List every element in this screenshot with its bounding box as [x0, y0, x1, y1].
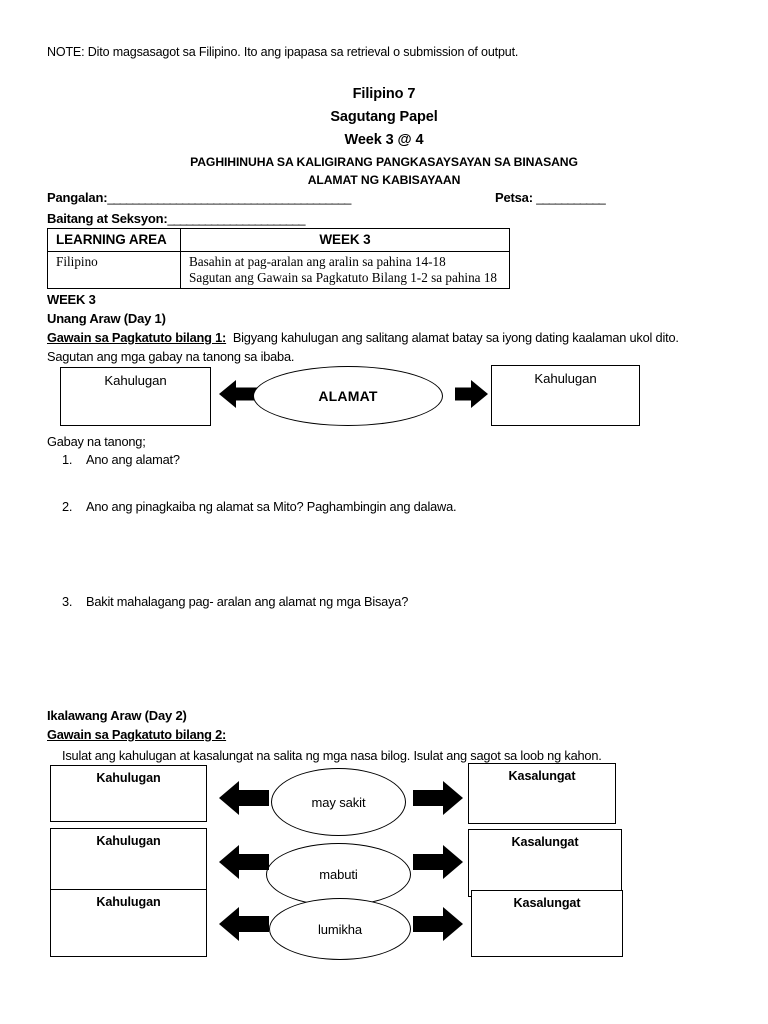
guide-question-1-number: 1.	[62, 452, 73, 467]
title-doctype: Sagutang Papel	[330, 109, 438, 125]
guide-question-2: 2. Ano ang pinagkaiba ng alamat sa Mito? …	[62, 499, 457, 514]
day2-row2-left-box[interactable]: Kahulugan	[50, 828, 207, 896]
guide-question-2-number: 2.	[62, 499, 73, 514]
date-field-rule: ___________	[536, 190, 606, 205]
day2-row1-right-box[interactable]: Kasalungat	[468, 763, 616, 824]
right-arrow-icon	[413, 780, 463, 816]
day2-row2-left-label: Kahulugan	[96, 834, 161, 848]
date-field-label: Petsa:	[495, 190, 533, 205]
title-topic-2: ALAMAT NG KABISAYAAN	[307, 173, 461, 187]
table-cell-tasks: Basahin at pag-aralan ang aralin sa pahi…	[180, 250, 510, 290]
day2-gawain-line: Gawain sa Pagkatuto bilang 2:	[47, 727, 226, 742]
grade-section-field[interactable]: Baitang at Seksyon:_____________________…	[47, 211, 306, 226]
day2-row2-right-box[interactable]: Kasalungat	[468, 829, 622, 897]
guide-question-1-text: Ano ang alamat?	[86, 452, 180, 467]
guide-question-3: 3. Bakit mahalagang pag- aralan ang alama…	[62, 594, 408, 609]
guide-question-3-text: Bakit mahalagang pag- aralan ang alamat …	[86, 594, 409, 609]
note-text: NOTE: Dito magsasagot sa Filipino. Ito a…	[47, 45, 519, 59]
table-cell-area: Filipino	[47, 250, 181, 290]
day2-row3-left-box[interactable]: Kahulugan	[50, 889, 207, 957]
day1-gawain-text: Bigyang kahulugan ang salitang alamat ba…	[232, 330, 679, 345]
day1-right-answer-box[interactable]: Kahulugan	[491, 365, 640, 426]
day2-row2-word-ellipse: mabuti	[266, 843, 411, 906]
table-header-row: LEARNING AREA WEEK 3	[47, 228, 510, 252]
day1-heading: Unang Araw (Day 1)	[47, 311, 166, 326]
day2-row1-word: may sakit	[311, 794, 366, 810]
day2-row1-word-ellipse: may sakit	[271, 768, 406, 836]
right-arrow-icon	[455, 379, 488, 409]
name-field[interactable]: Pangalan:_______________________________…	[47, 190, 351, 205]
grade-section-label: Baitang at Seksyon:	[47, 211, 168, 226]
guide-question-3-number: 3.	[62, 594, 73, 609]
title-subject: Filipino 7	[352, 86, 416, 102]
day1-gawain-label: Gawain sa Pagkatuto bilang 1:	[47, 330, 227, 345]
day2-row1-left-box[interactable]: Kahulugan	[50, 765, 207, 822]
table-header-week: WEEK 3	[180, 228, 510, 252]
right-arrow-icon	[413, 906, 463, 942]
table-row: Filipino Basahin at pag-aralan ang arali…	[47, 250, 510, 290]
right-arrow-icon	[413, 844, 463, 880]
day1-center-label: ALAMAT	[318, 388, 378, 404]
left-arrow-icon	[219, 780, 269, 816]
day2-instruction: Isulat ang kahulugan at kasalungat na sa…	[62, 748, 602, 763]
day1-left-answer-box[interactable]: Kahulugan	[60, 367, 211, 426]
day1-left-box-label: Kahulugan	[104, 373, 167, 388]
date-field[interactable]: Petsa: ___________	[495, 190, 606, 205]
day2-row3-left-label: Kahulugan	[96, 895, 161, 909]
guide-questions-label: Gabay na tanong;	[47, 434, 146, 449]
day2-row1-right-label: Kasalungat	[508, 769, 576, 783]
day2-row3-word-ellipse: lumikha	[269, 898, 411, 960]
guide-question-2-text: Ano ang pinagkaiba ng alamat sa Mito? Pa…	[86, 499, 457, 514]
day2-row3-word: lumikha	[317, 921, 363, 937]
day2-row3-right-label: Kasalungat	[513, 896, 581, 910]
day2-row2-right-label: Kasalungat	[511, 835, 579, 849]
left-arrow-icon	[219, 379, 261, 409]
left-arrow-icon	[219, 906, 269, 942]
day1-instruction: Sagutan ang mga gabay na tanong sa ibaba…	[47, 349, 295, 364]
grade-section-rule: ______________________	[167, 211, 305, 226]
table-header-learning-area: LEARNING AREA	[47, 228, 181, 252]
day1-right-box-label: Kahulugan	[534, 371, 597, 386]
name-field-label: Pangalan:	[47, 190, 108, 205]
week-heading: WEEK 3	[47, 292, 96, 307]
left-arrow-icon	[219, 844, 269, 880]
day2-row2-word: mabuti	[319, 867, 358, 882]
day2-gawain-label: Gawain sa Pagkatuto bilang 2:	[47, 727, 227, 742]
title-week: Week 3 @ 4	[344, 132, 424, 148]
day2-row3-right-box[interactable]: Kasalungat	[471, 890, 623, 957]
day2-row1-left-label: Kahulugan	[96, 771, 161, 785]
name-field-rule: _______________________________________	[107, 190, 351, 205]
day1-gawain-line: Gawain sa Pagkatuto bilang 1: Bigyang ka…	[47, 330, 679, 345]
day2-heading: Ikalawang Araw (Day 2)	[47, 708, 187, 723]
title-topic-1: PAGHIHINUHA SA KALIGIRANG PANGKASAYSAYAN…	[190, 155, 578, 169]
guide-question-1: 1. Ano ang alamat?	[62, 452, 180, 467]
assignment-table: LEARNING AREA WEEK 3 Filipino Basahin at…	[47, 228, 510, 290]
day1-center-ellipse: ALAMAT	[253, 366, 443, 426]
